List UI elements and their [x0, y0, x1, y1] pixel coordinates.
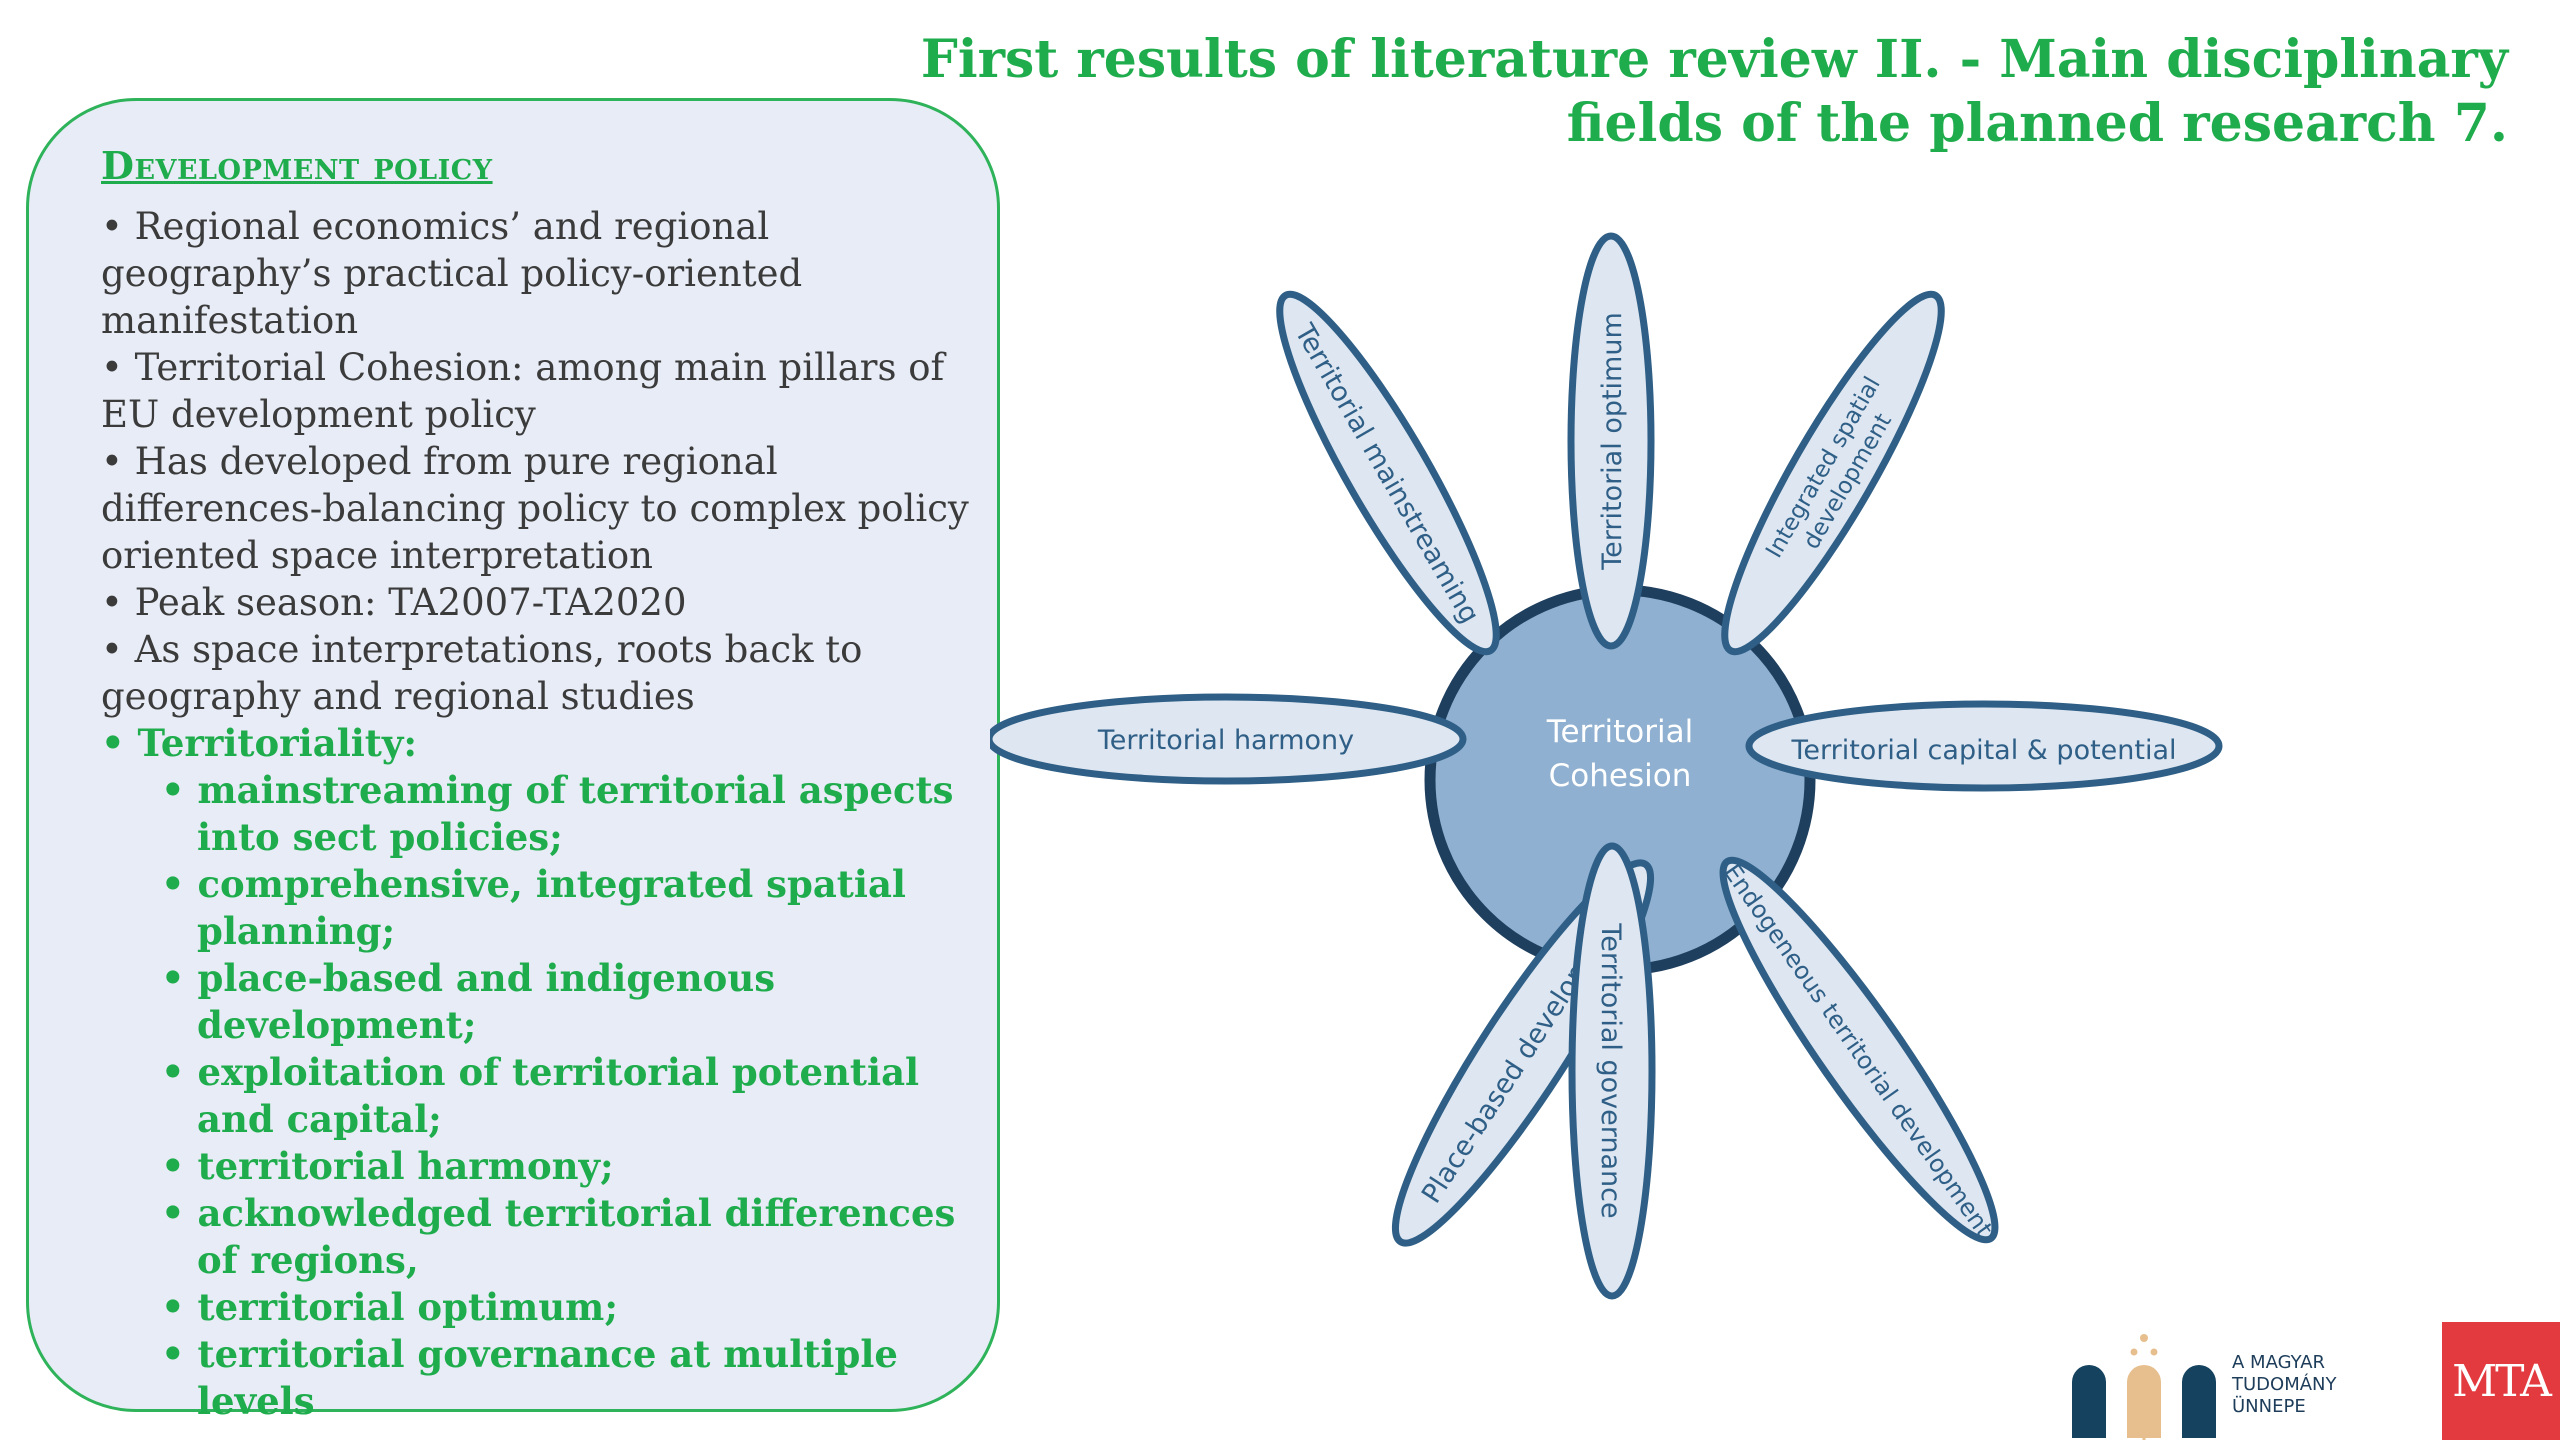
petal-territorial-capital-potential: Territorial capital & potential	[1745, 700, 2223, 792]
territorial-cohesion-diagram: Territorial optimum Territorial mainstre…	[990, 150, 2270, 1330]
petal-territorial-mainstreaming: Territorial mainstreaming	[1276, 290, 1500, 656]
petal-label: Territorial capital & potential	[1790, 735, 2176, 766]
petal-label: Territorial governance	[1595, 922, 1626, 1218]
development-policy-panel: Development policy Regional economics’ a…	[26, 98, 1000, 1423]
territoriality-item: acknowledged territorial differences of …	[161, 1190, 981, 1284]
center-label-line-2: Cohesion	[1549, 758, 1692, 794]
footer-logos: A MAGYAR TUDOMÁNY ÜNNEPE MTA	[2070, 1300, 2560, 1440]
territoriality-item: comprehensive, integrated spatial planni…	[161, 861, 981, 955]
territoriality-item: exploitation of territorial potential an…	[161, 1049, 981, 1143]
arches-logo-icon	[2072, 1334, 2216, 1440]
territoriality-item: territorial governance at multiple level…	[161, 1331, 981, 1425]
petal-territorial-optimum: Territorial optimum	[1567, 232, 1655, 650]
petal-label: Territorial mainstreaming	[1288, 318, 1485, 629]
title-line-2: fields of the planned research 7.	[1566, 93, 2508, 154]
mta-logo-text: MTA	[2452, 1355, 2552, 1407]
slide-title: First results of literature review II. -…	[908, 28, 2508, 156]
logo-text: A MAGYAR TUDOMÁNY ÜNNEPE	[2232, 1352, 2337, 1418]
territoriality-sublist: mainstreaming of territorial aspects int…	[101, 767, 981, 1425]
petal-integrated-spatial-development: Integrated spatial development	[1721, 290, 1945, 656]
bullet-item: Regional economics’ and regional geograp…	[101, 203, 981, 344]
territoriality-item: place-based and indigenous development;	[161, 955, 981, 1049]
petal-label: Territorial optimum	[1597, 312, 1628, 571]
logo-line-3: ÜNNEPE	[2232, 1396, 2306, 1417]
petal-territorial-harmony: Territorial harmony	[990, 693, 1467, 785]
territoriality-item: territorial harmony;	[161, 1143, 981, 1190]
center-label-line-1: Territorial	[1546, 714, 1693, 750]
mta-logo: MTA	[2442, 1322, 2560, 1440]
flower-diagram-svg: Territorial optimum Territorial mainstre…	[990, 232, 2223, 1300]
petal-label: Endogeneous territorial development	[1718, 859, 1998, 1242]
petal-endogeneous-territorial-development: Endogeneous territorial development	[1718, 856, 1999, 1244]
petal-territorial-governance: Territorial governance	[1568, 842, 1656, 1300]
logo-line-2: TUDOMÁNY	[2232, 1374, 2337, 1395]
territoriality-bullet: Territoriality: mainstreaming of territo…	[101, 720, 981, 1425]
territoriality-item: mainstreaming of territorial aspects int…	[161, 767, 981, 861]
territoriality-item: territorial optimum;	[161, 1284, 981, 1331]
bullet-list: Regional economics’ and regional geograp…	[101, 203, 981, 1425]
bullet-item: Has developed from pure regional differe…	[101, 438, 981, 579]
logo-line-1: A MAGYAR	[2232, 1352, 2326, 1373]
panel-heading: Development policy	[101, 143, 493, 188]
bullet-item: Peak season: TA2007-TA2020	[101, 579, 981, 626]
bullet-item: Territorial Cohesion: among main pillars…	[101, 344, 981, 438]
petal-label: Territorial harmony	[1097, 725, 1354, 756]
bullet-item: As space interpretations, roots back to …	[101, 626, 981, 720]
title-line-1: First results of literature review II. -…	[920, 29, 2508, 90]
territoriality-label: Territoriality:	[137, 721, 418, 765]
